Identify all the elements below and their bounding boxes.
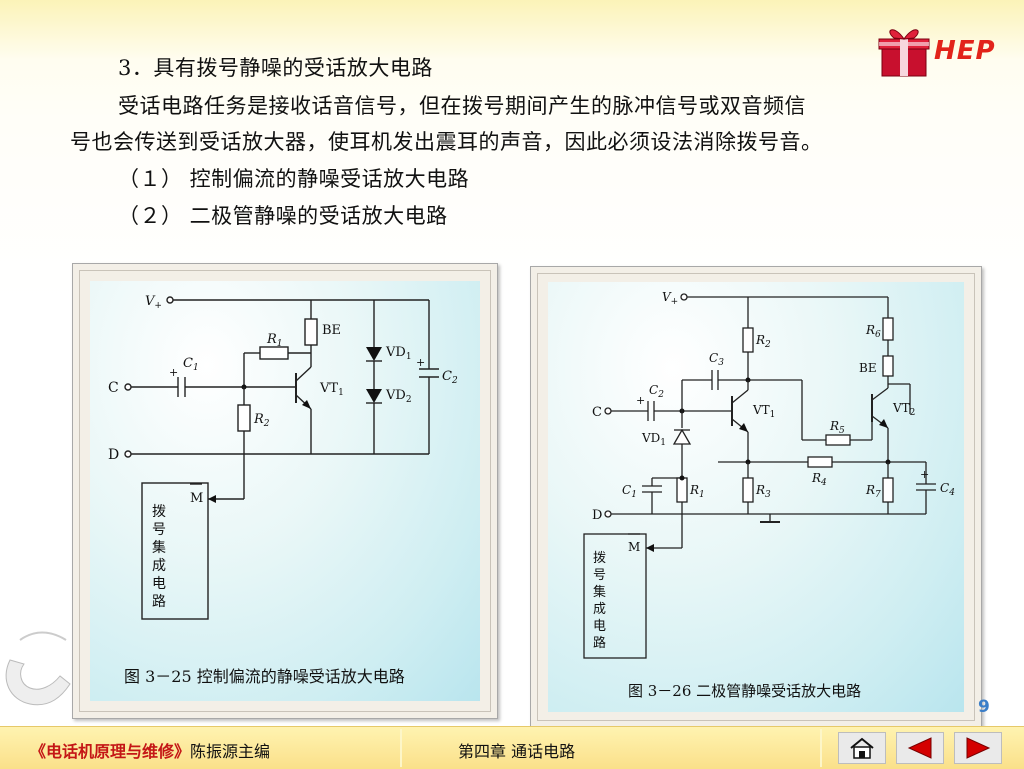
- book-title: 《电话机原理与维修》: [30, 742, 191, 761]
- fig1-c2-plus: +: [416, 356, 425, 369]
- page-number: 9: [978, 697, 990, 717]
- fig1-vd1-label: VD1: [385, 345, 412, 362]
- fig2-c-node-label: C: [592, 405, 602, 420]
- book-editor: 陈振源主编: [190, 742, 271, 761]
- fig2-r5-label: R5: [829, 419, 845, 436]
- fig2-ic-char-4: 电: [593, 619, 606, 634]
- fig2-r4-label: R4: [811, 471, 827, 488]
- home-button[interactable]: [838, 732, 886, 764]
- fig2-m-label: M: [628, 540, 640, 554]
- figure-3-25-caption: 图 3－25 控制偏流的静噪受话放大电路: [124, 667, 405, 686]
- fig1-ic-char-5: 路: [152, 594, 166, 610]
- fig1-be-label: BE: [322, 323, 341, 338]
- fig1-ic-char-4: 电: [152, 576, 166, 592]
- footer-divider-1: [400, 729, 402, 767]
- fig2-r6-label: R6: [865, 323, 881, 340]
- fig1-m-label: M: [190, 491, 203, 506]
- fig2-c2-plus: +: [636, 394, 645, 407]
- fig1-vd2-label: VD2: [385, 388, 412, 405]
- figure-3-25-frame: V+ BE VD1 VD2 + C2: [72, 263, 498, 719]
- hep-logo: HEP: [876, 22, 1016, 84]
- figure-3-25-background: V+ BE VD1 VD2 + C2: [90, 281, 480, 701]
- fig2-ic-char-1: 号: [593, 568, 606, 583]
- fig2-vplus-label: V+: [662, 290, 678, 307]
- telephone-handset-icon: [5, 631, 71, 706]
- fig2-c2-label: C2: [649, 383, 664, 400]
- fig2-ic-char-5: 路: [593, 635, 606, 651]
- fig1-c1-label: C1: [183, 356, 199, 373]
- gift-box-icon: [878, 29, 930, 77]
- fig1-ic-char-3: 成: [152, 558, 166, 574]
- fig2-vt2-label: VT2: [892, 401, 915, 418]
- fig2-c3-label: C3: [709, 351, 724, 368]
- fig1-c1-plus: +: [169, 366, 178, 379]
- fig1-vt1-label: VT1: [319, 381, 344, 398]
- fig2-c4-label: C4: [940, 481, 955, 498]
- section-heading: 3．具有拨号静噪的受话放大电路: [118, 56, 433, 80]
- fig1-ic-char-1: 号: [152, 522, 166, 538]
- fig2-r2-label: R2: [755, 333, 771, 350]
- fig2-d-node-label: D: [592, 508, 602, 523]
- figure-3-25-circuit: V+ BE VD1 VD2 + C2: [108, 294, 458, 620]
- fig2-c1-label: C1: [622, 483, 637, 500]
- fig1-vplus-label: V+: [145, 294, 162, 311]
- paragraph-line-2: 号也会传送到受话放大器，使耳机发出震耳的声音，因此必须设法消除拨号音。: [70, 130, 823, 154]
- figure-3-26-circuit: V+ R2 R6 BE C3 C: [583, 290, 955, 659]
- fig1-ic-char-2: 集: [152, 539, 166, 556]
- footer-divider-2: [820, 729, 822, 767]
- fig1-r2-label: R2: [253, 412, 270, 429]
- triangle-left-icon: [907, 737, 932, 759]
- fig2-r7-label: R7: [865, 483, 881, 500]
- fig2-r1-label: R1: [689, 483, 705, 500]
- fig1-c-node-label: C: [108, 380, 119, 396]
- fig2-ic-char-2: 集: [593, 584, 606, 600]
- next-slide-button[interactable]: [954, 732, 1002, 764]
- home-icon: [850, 737, 874, 759]
- fig1-d-node-label: D: [108, 447, 119, 463]
- fig1-c2-label: C2: [442, 369, 458, 386]
- fig2-ic-char-3: 成: [593, 602, 606, 617]
- list-item-1: （１） 控制偏流的静噪受话放大电路: [118, 167, 470, 191]
- fig2-vt1-label: VT1: [752, 403, 775, 420]
- footer-bar: 《电话机原理与维修》陈振源主编 第四章 通话电路: [0, 726, 1024, 769]
- fig2-ic-char-0: 拨: [593, 551, 606, 566]
- paragraph-line-1: 受话电路任务是接收话音信号，但在拨号期间产生的脉冲信号或双音频信: [118, 94, 806, 118]
- prev-slide-button[interactable]: [896, 732, 944, 764]
- content-text: 3．具有拨号静噪的受话放大电路 受话电路任务是接收话音信号，但在拨号期间产生的脉…: [0, 0, 1024, 240]
- figure-3-26-frame: V+ R2 R6 BE C3 C: [530, 266, 982, 728]
- list-item-2: （２） 二极管静噪的受话放大电路: [118, 204, 448, 228]
- fig2-c4-plus: +: [920, 468, 929, 481]
- fig2-r3-label: R3: [755, 483, 771, 500]
- fig1-r1-label: R1: [266, 332, 283, 349]
- fig2-vd1-label: VD1: [641, 431, 666, 448]
- figure-3-26-background: V+ R2 R6 BE C3 C: [548, 282, 964, 712]
- fig2-be-label: BE: [859, 361, 877, 375]
- figure-3-26-caption: 图 3－26 二极管静噪受话放大电路: [628, 682, 862, 700]
- hep-logo-text: HEP: [934, 36, 996, 66]
- triangle-right-icon: [966, 737, 991, 759]
- book-credit: 《电话机原理与维修》陈振源主编: [30, 738, 270, 762]
- chapter-title: 第四章 通话电路: [458, 742, 576, 761]
- fig1-ic-char-0: 拨: [152, 504, 166, 520]
